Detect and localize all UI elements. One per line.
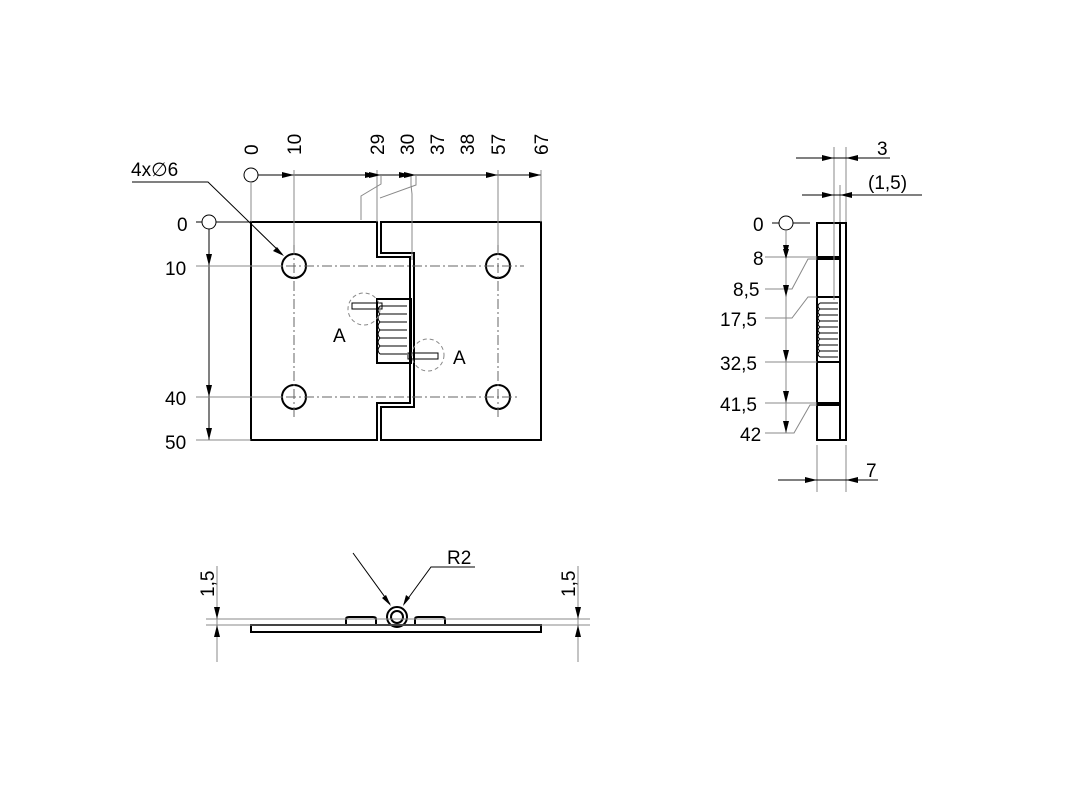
side-ordinate-0: 0 [753,215,764,236]
spring [347,292,445,372]
ordinate-y-50: 50 [165,433,186,454]
side-dim-7: 7 [866,461,877,482]
left-dimension-lines [132,181,284,441]
detail-label-a1: A [333,326,346,347]
front-view: A A 0 10 29 30 37 38 57 67 [131,134,553,454]
bottom-dimension-lines [206,552,590,662]
side-dim-3: 3 [877,139,888,160]
mounting-holes [281,253,511,410]
ordinate-y-0: 0 [177,215,188,236]
center-lines [268,245,524,418]
ordinate-x-30: 30 [398,134,419,155]
bottom-view: R2 1,5 1,5 [198,548,590,662]
knuckle-outer [386,606,408,628]
thickness-right: 1,5 [559,571,580,597]
ordinate-x-37: 37 [428,134,449,155]
side-ordinate-8-5: 8,5 [733,280,759,301]
ordinate-x-10: 10 [285,134,306,155]
side-spring [817,302,838,358]
ordinate-y-10: 10 [165,259,186,280]
ordinate-y-40: 40 [165,389,186,410]
side-dim-1-5: (1,5) [868,173,907,194]
hole-callout: 4x∅6 [131,160,178,181]
knuckle-pin [390,610,404,624]
left-hinge-leaf [250,221,411,441]
side-view: 0 8 8,5 17,5 32,5 41,5 42 3 (1,5) 7 [720,139,922,492]
ordinate-x-0: 0 [242,144,263,155]
side-ordinate-41-5: 41,5 [720,395,757,416]
side-ordinate-32-5: 32,5 [720,354,757,375]
right-hinge-leaf [380,221,542,441]
radius-label: R2 [447,548,471,569]
detail-label-a2: A [453,348,466,369]
thickness-left: 1,5 [198,571,219,597]
top-dimension-lines [243,167,542,260]
side-ordinate-42: 42 [740,425,761,446]
knuckle-segments [817,256,840,406]
ordinate-x-67: 67 [532,134,553,155]
ordinate-x-38: 38 [458,134,479,155]
side-ordinate-8: 8 [753,249,764,270]
ordinate-x-57: 57 [489,134,510,155]
ordinate-x-29: 29 [368,134,389,155]
side-dimension-lines [765,147,922,492]
side-ordinate-17-5: 17,5 [720,310,757,331]
